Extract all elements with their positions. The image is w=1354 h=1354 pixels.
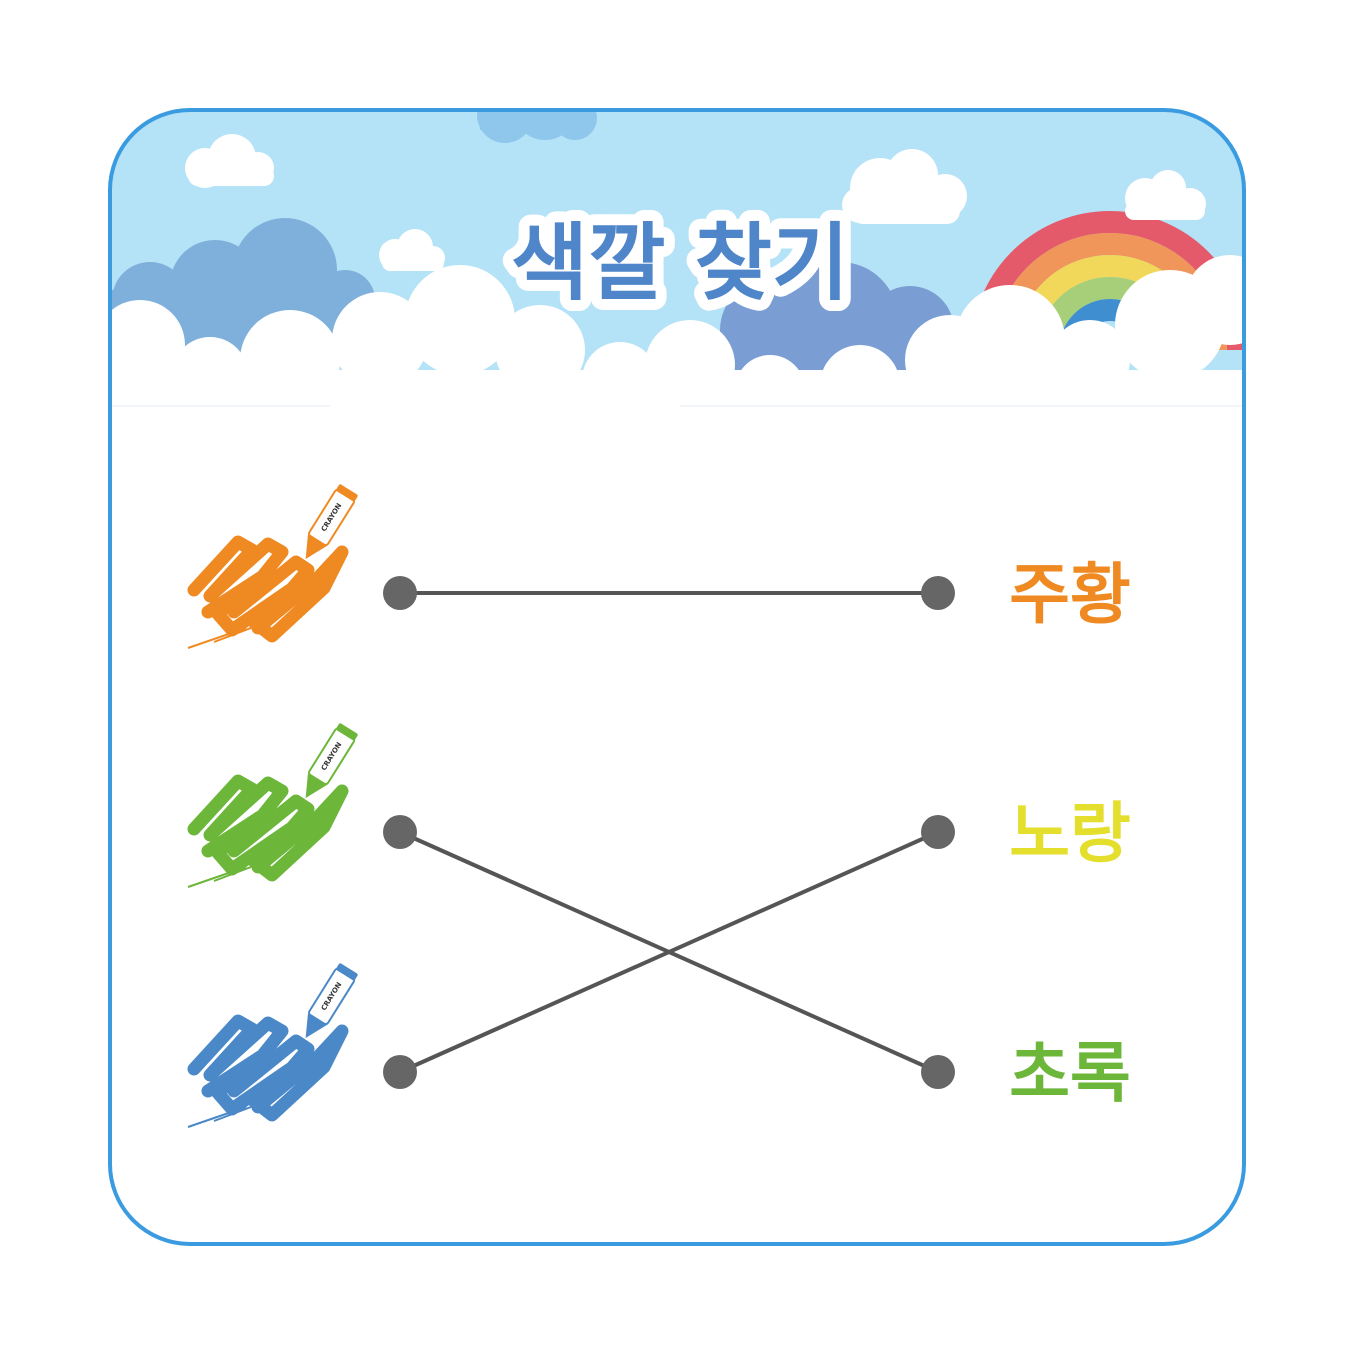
- crayon-stick-icon: CRAYON: [305, 723, 358, 799]
- connection-line-2[interactable]: [398, 830, 940, 1074]
- crayon-scribble: [187, 1014, 349, 1122]
- right-dot-1[interactable]: [921, 815, 955, 849]
- left-dot-0[interactable]: [383, 576, 417, 610]
- word-label-0: 주황: [1009, 556, 1130, 633]
- match-dots: [383, 576, 955, 1089]
- connection-lines: [398, 591, 940, 1074]
- right-dot-2[interactable]: [921, 1055, 955, 1089]
- crayon-green: CRAYON: [187, 723, 358, 888]
- word-label-2: 초록: [1009, 1035, 1130, 1112]
- title-outline: 색깔 찾기: [511, 214, 849, 312]
- crayon-scribble: [187, 774, 349, 882]
- word-label-1: 노랑: [1009, 795, 1130, 872]
- right-dot-0[interactable]: [921, 576, 955, 610]
- left-dot-1[interactable]: [383, 815, 417, 849]
- crayon-scribble-edge: [187, 858, 273, 888]
- page-title: 색깔 찾기: [511, 214, 849, 312]
- frame-border: [108, 108, 1246, 1246]
- crayon-scribble-edge: [187, 619, 273, 649]
- crayon-blue: CRAYON: [187, 963, 358, 1128]
- crayon-orange: CRAYON: [187, 484, 358, 649]
- crayon-scribble: [187, 535, 349, 643]
- title: 색깔 찾기 색깔 찾기: [500, 203, 860, 323]
- header-sky: [110, 110, 1244, 425]
- top-cloud: [477, 110, 597, 143]
- crayon-stick-icon: CRAYON: [305, 963, 358, 1039]
- left-dot-2[interactable]: [383, 1055, 417, 1089]
- crayon-stick-icon: CRAYON: [305, 484, 358, 560]
- small-clouds: [185, 134, 1206, 271]
- crayon-scribble-edge: [187, 1098, 273, 1128]
- crayon-column: CRAYON CRAYON CRAYON: [187, 484, 358, 1128]
